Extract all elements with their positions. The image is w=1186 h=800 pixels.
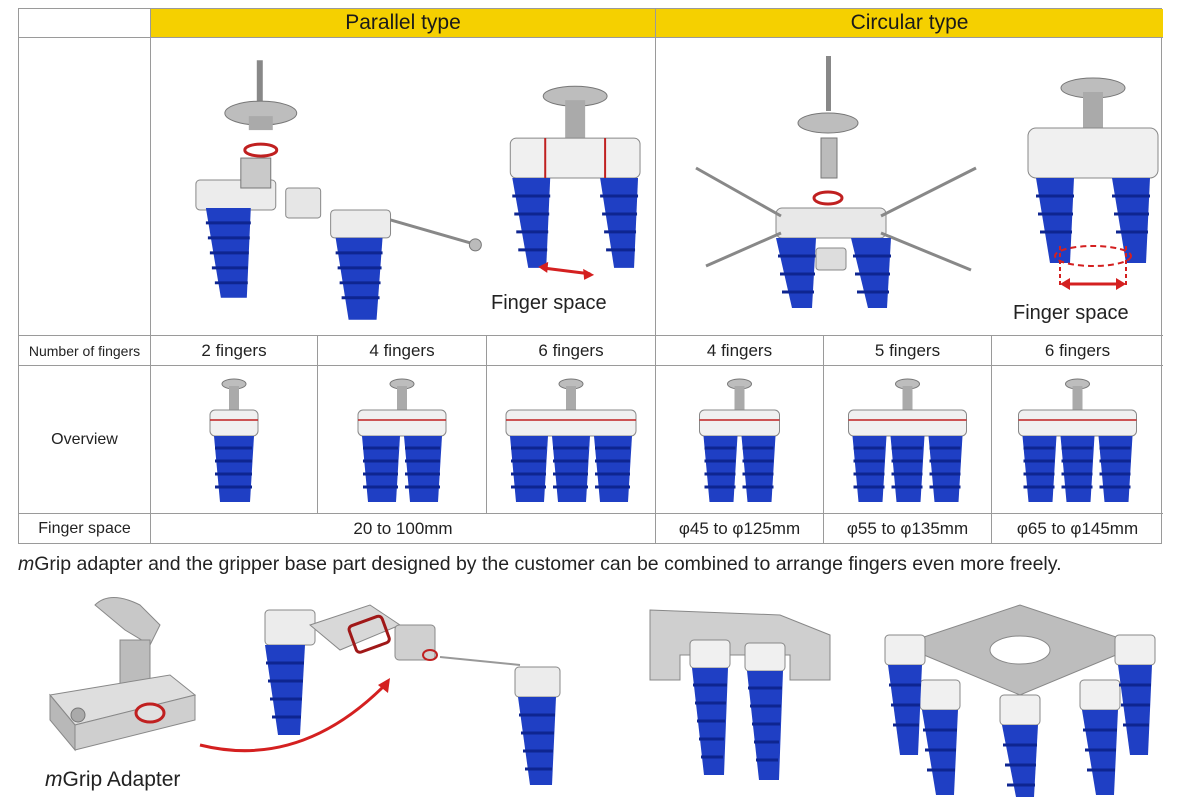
brand-grip: Grip	[34, 553, 72, 575]
finger-left-icon	[205, 207, 251, 298]
caption-text: mGrip adapter and the gripper base part …	[18, 553, 1062, 576]
finger-space-arrow-icon	[538, 261, 595, 280]
rod-icon	[390, 217, 471, 244]
mgrip-adapter-icon	[49, 597, 197, 752]
adapter-brand-m: m	[45, 768, 63, 791]
circular-space-col-4: φ45 to φ125mm	[656, 514, 824, 543]
gripper-overview-icon	[505, 378, 637, 502]
gripper-overview-icon	[848, 378, 967, 502]
curved-arrow-icon	[199, 683, 387, 753]
overview-4-fingers-parallel	[318, 366, 487, 514]
o-ring-icon	[243, 142, 279, 158]
finger-right-icon	[335, 237, 383, 320]
custom-arrangement-illustrations	[49, 597, 1156, 797]
plate-gripper-icon	[884, 604, 1156, 797]
circular-exploded-icon	[695, 55, 977, 308]
row-label-overview: Overview	[19, 366, 151, 514]
bracket-gripper-icon	[649, 609, 831, 780]
gripper-overview-icon	[1018, 378, 1137, 502]
fingers-col-3: 6 fingers	[487, 336, 656, 366]
circular-exploded-diagram: Finger space	[656, 38, 1163, 336]
spec-table: Parallel type Circular type	[18, 8, 1163, 544]
custom-assembly-exploded-icon	[264, 604, 561, 785]
caption-brand: mGrip	[18, 553, 71, 575]
overview-4-fingers-circular	[656, 366, 824, 514]
fingers-col-2: 4 fingers	[318, 336, 487, 366]
fingers-col-5: 5 fingers	[824, 336, 992, 366]
parallel-finger-space-value: 20 to 100mm	[151, 514, 656, 543]
fingers-col-6: 6 fingers	[992, 336, 1163, 366]
row-label-finger-space: Finger space	[19, 514, 151, 543]
circular-finger-space-label: Finger space	[1013, 302, 1129, 324]
parallel-finger-space-label: Finger space	[491, 292, 607, 314]
row-label-fingers: Number of fingers	[19, 336, 151, 366]
parallel-exploded-diagram: Finger space	[151, 38, 656, 336]
mgrip-adapter-label: mGrip Adapter	[45, 768, 180, 792]
gripper-overview-icon	[699, 378, 780, 502]
overview-2-fingers-parallel	[151, 366, 318, 514]
assembled-circular-gripper-icon	[1027, 77, 1159, 288]
blank-label-cell	[19, 38, 151, 336]
circular-type-header: Circular type	[656, 9, 1163, 38]
caption-body: adapter and the gripper base part design…	[71, 553, 1062, 575]
parallel-type-header: Parallel type	[151, 9, 656, 38]
corner-cell	[19, 9, 151, 38]
circular-diagram-svg	[695, 55, 1159, 308]
spacer-icon	[285, 186, 322, 218]
assembled-parallel-gripper-icon	[509, 85, 641, 268]
parallel-diagram-svg	[195, 59, 641, 320]
overview-6-fingers-parallel	[487, 366, 656, 514]
circular-finger-space-arrow-icon	[1060, 277, 1126, 290]
gripper-overview-icon	[209, 378, 259, 502]
overview-5-fingers-circular	[824, 366, 992, 514]
gripper-overview-icon	[357, 378, 447, 502]
brand-m: m	[18, 553, 35, 575]
circular-space-col-6: φ65 to φ145mm	[1016, 518, 1139, 538]
adapter-brand-grip: Grip	[62, 768, 103, 791]
overview-6-fingers-circular	[992, 366, 1163, 514]
fingers-col-4: 4 fingers	[656, 336, 824, 366]
circular-space-col-5: φ55 to φ135mm	[824, 514, 992, 543]
fingers-col-1: 2 fingers	[151, 336, 318, 366]
adapter-label-text: Adapter	[102, 768, 181, 791]
bolt-icon	[256, 59, 263, 110]
